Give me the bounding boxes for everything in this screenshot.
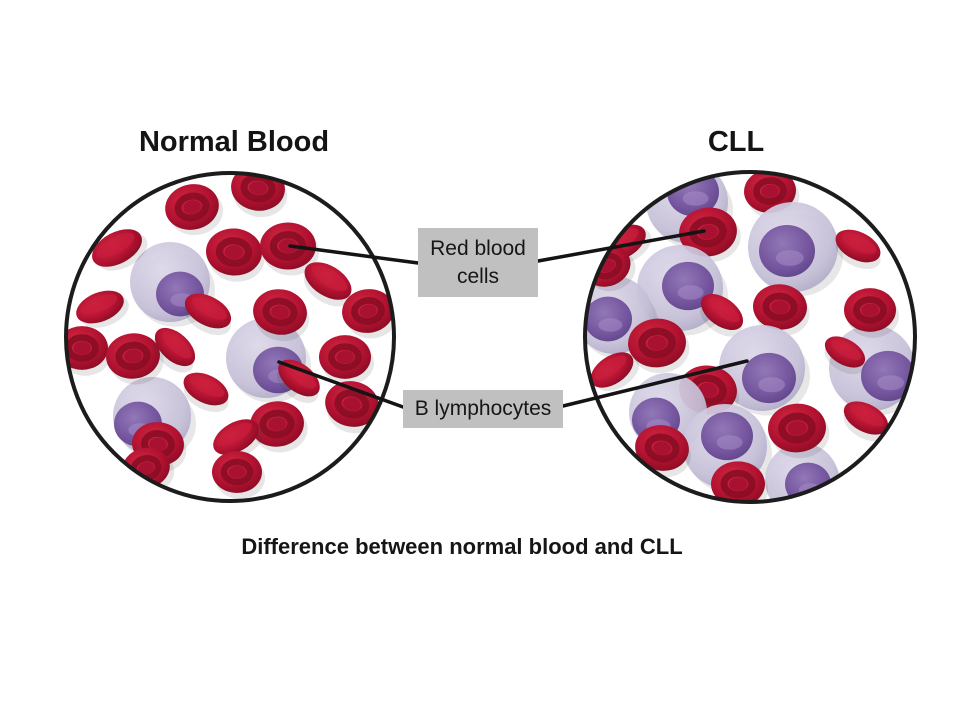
red-blood-cell	[183, 372, 229, 413]
red-blood-cell	[824, 336, 866, 375]
connector-line	[277, 360, 405, 409]
red-blood-cell	[844, 288, 899, 338]
red-blood-cell	[699, 293, 744, 337]
red-blood-cell	[184, 293, 232, 336]
red-blood-cell	[153, 327, 196, 373]
red-blood-cell	[635, 425, 691, 478]
b-lymphocyte	[719, 325, 810, 416]
connector-line	[288, 244, 420, 265]
left-circle-outline	[64, 171, 396, 503]
red-blood-cell	[253, 289, 310, 342]
red-blood-cell	[231, 174, 288, 218]
left-panel-title: Normal Blood	[138, 126, 330, 158]
red-blood-cell	[106, 333, 164, 385]
left-panel-cells	[67, 174, 393, 499]
red-blood-cell	[843, 401, 889, 442]
red-blood-cell	[753, 284, 810, 336]
red-blood-cell	[319, 335, 374, 385]
red-blood-cell	[260, 222, 319, 276]
red-blood-cell	[212, 451, 265, 499]
red-blood-cell	[213, 419, 265, 459]
b-lymphocyte	[637, 245, 728, 336]
red-blood-cell	[590, 352, 640, 391]
red-blood-cell	[303, 262, 352, 307]
red-blood-cell	[250, 401, 308, 453]
red-blood-cell	[165, 184, 224, 236]
red-blood-cell	[276, 359, 320, 403]
right-circle-outline	[583, 170, 917, 504]
red-blood-cell	[325, 381, 381, 434]
red-blood-cell	[342, 289, 393, 339]
red-blood-cell	[92, 229, 148, 271]
red-blood-cell	[835, 229, 881, 270]
red-blood-cells-label: Red blood cells	[418, 228, 538, 297]
b-lymphocyte	[748, 202, 843, 297]
connector-line	[561, 359, 749, 408]
figure-caption: Difference between normal blood and CLL	[241, 534, 683, 559]
b-lymphocytes-label: B lymphocytes	[403, 390, 563, 428]
red-blood-cell	[67, 326, 111, 376]
right-panel-title: CLL	[707, 126, 765, 158]
right-panel-cells	[586, 173, 914, 501]
red-blood-cell	[768, 403, 830, 459]
red-blood-cell	[76, 290, 129, 328]
red-blood-cell	[711, 461, 768, 501]
red-blood-cell	[206, 228, 265, 282]
red-blood-cell	[628, 318, 690, 374]
connector-line	[536, 229, 706, 263]
